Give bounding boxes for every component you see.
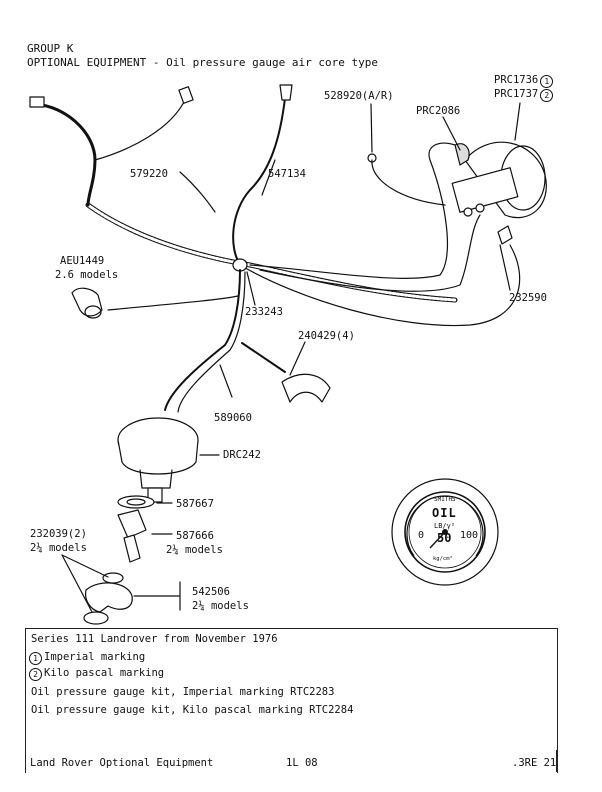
lead-to-gauge-2 xyxy=(259,214,481,292)
adaptor-587666 xyxy=(117,509,147,539)
label-587666-note: 2¼ models xyxy=(166,544,223,556)
page-title: OPTIONAL EQUIPMENT - Oil pressure gauge … xyxy=(27,56,378,69)
label-232590: 232590 xyxy=(509,292,547,304)
connector-aeu1449 xyxy=(71,287,103,317)
marker-1-icon: 1 xyxy=(29,652,42,665)
gauge-min-value: 0 xyxy=(418,530,425,541)
footer-center: 1L 08 xyxy=(286,757,318,769)
connector-top xyxy=(178,86,194,104)
label-528920: 528920(A/R) xyxy=(324,90,394,102)
lead-return xyxy=(239,244,521,327)
banjo-542506 xyxy=(85,582,133,613)
label-589060: 589060 xyxy=(214,412,252,424)
clip-240429 xyxy=(281,373,331,403)
label-drc242: DRC242 xyxy=(223,449,261,461)
gauge-unit: LB/γ² xyxy=(434,522,456,530)
info-box: Series 111 Landrover from November 1976 … xyxy=(25,628,558,773)
washer-587667 xyxy=(117,495,155,509)
screw-232590 xyxy=(497,225,513,245)
washer-232039-b xyxy=(83,611,109,625)
gauge-terminal-block xyxy=(451,167,519,213)
label-prc2086: PRC2086 xyxy=(416,105,461,117)
lamp-prc2086 xyxy=(454,143,470,166)
lead-528920 xyxy=(371,159,446,206)
label-aeu1449: AEU1449 xyxy=(60,255,105,267)
footer-divider xyxy=(556,750,557,772)
harness-branch-left xyxy=(40,103,97,207)
lead-to-gauge-1 xyxy=(249,142,456,279)
marker-2-icon: 2 xyxy=(29,668,42,681)
label-232039-note: 2¼ models xyxy=(30,542,87,554)
marker-2-icon: 2 xyxy=(540,89,554,102)
label-232039: 232039(2) xyxy=(30,528,87,540)
harness-579220 xyxy=(85,202,458,303)
gauge-face xyxy=(391,478,499,586)
info-kit-imperial: Oil pressure gauge kit, Imperial marking… xyxy=(31,686,335,698)
lead-547134 xyxy=(232,97,286,266)
group-label: GROUP K xyxy=(27,42,74,55)
eyelet-528920 xyxy=(367,153,377,163)
gauge-maker: SMITHS xyxy=(434,496,456,503)
info-series-line: Series 111 Landrover from November 1976 xyxy=(31,633,278,645)
footer-left: Land Rover Optional Equipment xyxy=(30,757,214,769)
label-579220: 579220 xyxy=(130,168,168,180)
marker-1-icon: 1 xyxy=(540,75,554,88)
connector-left xyxy=(29,96,45,108)
washer-232039-a xyxy=(102,572,124,584)
label-240429: 240429(4) xyxy=(298,330,355,342)
label-542506-note: 2¼ models xyxy=(192,600,249,612)
label-587667: 587667 xyxy=(176,498,214,510)
lead-589060 xyxy=(164,269,241,411)
label-587666: 587666 xyxy=(176,530,214,542)
info-kit-kpa: Oil pressure gauge kit, Kilo pascal mark… xyxy=(31,704,354,716)
gauge-max-value: 100 xyxy=(460,530,479,541)
gauge-needle xyxy=(429,531,446,549)
connector-547134 xyxy=(279,84,293,101)
label-547134: 547134 xyxy=(268,168,306,180)
gauge-center-value: 50 xyxy=(437,531,452,545)
label-233243: 233243 xyxy=(245,306,283,318)
gauge-oil-label: OIL xyxy=(432,506,457,520)
gauge-small-unit: kg/cm² xyxy=(433,556,453,562)
label-542506: 542506 xyxy=(192,586,230,598)
label-aeu1449-note: 2.6 models xyxy=(55,269,119,281)
footer-right: .3RE 21 xyxy=(512,757,557,769)
